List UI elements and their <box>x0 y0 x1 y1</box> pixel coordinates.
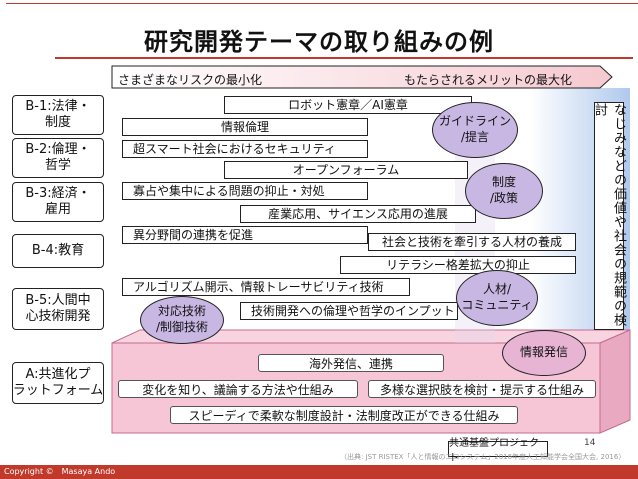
platform-side <box>599 329 631 434</box>
top-arrow <box>111 65 613 89</box>
page-number: 14 <box>584 438 596 448</box>
category-a: A:共進化プ ラットフォーム <box>12 362 104 404</box>
title-underline <box>55 57 633 59</box>
top-accent-line <box>6 3 638 4</box>
citation: （出典: JST RISTEX「人と情報のエコシステム」2016年度人工知能学会… <box>340 453 626 461</box>
item-interdisciplinary: 異分野間の連携を促進 <box>122 226 368 244</box>
item-security: 超スマート社会におけるセキュリティ <box>122 140 368 158</box>
page-title: 研究開発テーマの取り組みの例 <box>144 28 494 56</box>
category-b5: B-5:人間中 心技術開発 <box>12 288 104 330</box>
platform-options: 多様な選択肢を検討・提示する仕組み <box>368 380 596 398</box>
category-b1: B-1:法律・ 制度 <box>12 95 104 135</box>
item-ethics-input: 技術開発への倫理や哲学のインプット <box>240 302 458 320</box>
arrow-right-label: もたらされるメリットの最大化 <box>404 73 573 87</box>
category-b3: B-3:経済・ 雇用 <box>12 182 104 222</box>
footer-bar <box>0 465 638 479</box>
item-info-ethics: 情報倫理 <box>122 118 368 136</box>
item-talent: 社会と技術を牽引する人材の養成 <box>368 233 576 251</box>
side-label: なじみなどの価値や社会の規範の検討 <box>592 103 626 327</box>
ellipse-policy: 制度 /政策 <box>465 163 543 219</box>
item-open-forum: オープンフォーラム <box>224 161 468 179</box>
ellipse-community: 人材/ コミュニティ <box>456 270 538 326</box>
item-robot-charter: ロボット憲章／AI憲章 <box>224 96 472 114</box>
ellipse-control-tech: 対応技術 /制御技術 <box>140 296 224 344</box>
item-literacy-gap: リテラシー格差拡大の抑止 <box>340 256 576 274</box>
copyright: Copyright © Masaya Ando <box>4 467 116 476</box>
item-algorithm-disclosure: アルゴリズム開示、情報トレーサビリティ技術 <box>122 278 410 296</box>
arrow-left-label: さまざまなリスクの最小化 <box>118 73 263 87</box>
category-b4: B-4:教育 <box>12 234 104 268</box>
platform-overseas: 海外発信、連携 <box>258 354 444 372</box>
item-oligopoly: 寡占や集中による問題の抑止・対処 <box>122 182 368 200</box>
category-b2: B-2:倫理・ 哲学 <box>12 138 104 178</box>
ellipse-info-dissemination: 情報発信 <box>502 330 586 376</box>
ellipse-guideline: ガイドライン /提言 <box>432 102 518 158</box>
platform-flexible: スピーディで柔軟な制度設計・法制度改正ができる仕組み <box>170 406 518 424</box>
side-label-box: なじみなどの価値や社会の規範の検討 <box>592 102 626 330</box>
platform-discussion: 変化を知り、議論する方法や仕組み <box>118 380 358 398</box>
item-industry-science: 産業応用、サイエンス応用の進展 <box>240 205 476 223</box>
